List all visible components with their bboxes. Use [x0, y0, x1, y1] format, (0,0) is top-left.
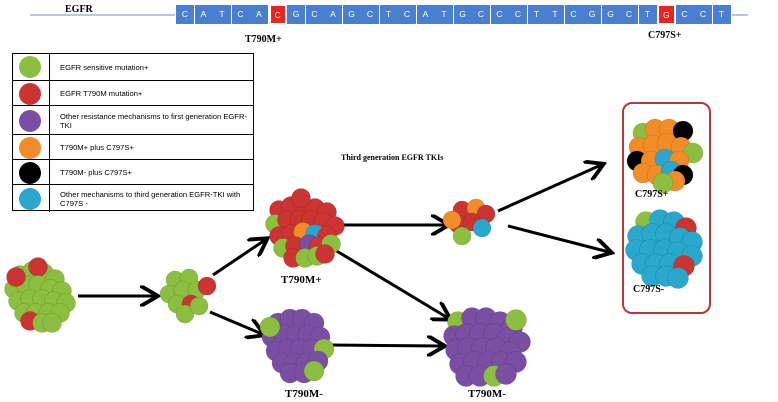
c797s-plus-cell [652, 172, 674, 194]
mixed-cell [189, 296, 209, 316]
cluster-label-t790m-minus-right: T790M- [468, 388, 506, 400]
legend-row: EGFR T790M mutation+ [13, 80, 253, 105]
cluster-label-t790m-plus: T790M+ [281, 274, 322, 286]
legend-row: T790M- plus C797S+ [13, 159, 253, 184]
arrow-to-t790m-plus [212, 240, 265, 277]
sequence-base: G [658, 5, 675, 24]
legend-label: T790M+ plus C797S+ [60, 143, 134, 152]
mutation-label-t790m: T790M+ [245, 34, 282, 45]
cluster-label-c797s-minus: C797S- [633, 284, 665, 295]
legend-swatch [19, 188, 41, 210]
initial-cell [42, 313, 62, 333]
legend-label: EGFR sensitive mutation+ [60, 62, 149, 72]
legend-swatch-cell [13, 135, 50, 159]
legend-swatch-cell [13, 106, 50, 134]
legend-label: T790M- plus C797S+ [60, 168, 132, 177]
c797s-outcome-box [622, 102, 711, 314]
sequence-base: A [250, 5, 269, 24]
cluster-label-c797s-plus: C797S+ [635, 189, 669, 200]
legend: EGFR sensitive mutation+ EGFR T790M mutat… [12, 53, 254, 212]
arrow-to-c797s-plus [497, 165, 601, 213]
t790m-plus-cell [291, 188, 311, 208]
t790m-minus-right-cell [495, 363, 517, 385]
arrow-to-c797s-minus [507, 224, 609, 252]
gene-label: EGFR [65, 4, 93, 15]
mutation-label-c797s: C797S+ [648, 30, 682, 41]
mixed-cell [197, 276, 217, 296]
legend-swatch-cell [13, 185, 50, 212]
third-gen-small-cell [452, 226, 472, 246]
legend-swatch [19, 161, 41, 184]
sequence-base: T [638, 5, 658, 24]
t790m-minus-cell [303, 360, 325, 382]
legend-row: Other resistance mechanisms to first gen… [13, 105, 253, 134]
initial-cell [6, 267, 26, 287]
sequence-base: T [712, 5, 732, 24]
legend-swatch [19, 136, 41, 159]
legend-swatch [19, 82, 41, 105]
t790m-minus-cell [259, 316, 281, 338]
legend-label: EGFR T790M mutation+ [60, 89, 143, 98]
sequence-base: C [269, 5, 286, 24]
legend-swatch [19, 56, 41, 78]
arrow-t790m-minus-to-right [329, 345, 442, 346]
initial-cell [28, 257, 48, 277]
third-gen-small-cell [472, 218, 492, 238]
t790m-plus-cell [315, 244, 335, 264]
legend-swatch-cell [13, 54, 50, 80]
cluster-label-t790m-minus: T790M- [285, 388, 323, 400]
third-gen-label: Third generation EGFR TKIs [341, 153, 444, 162]
legend-row: T790M+ plus C797S+ [13, 134, 253, 159]
legend-label: Other resistance mechanisms to first gen… [60, 111, 247, 130]
mixed-cell [175, 304, 195, 324]
c797s-minus-cell [667, 267, 689, 289]
legend-swatch [19, 109, 41, 132]
legend-swatch-cell [13, 160, 50, 184]
legend-row: Other mechanisms to third generation EGF… [13, 184, 253, 212]
third-gen-small-cell [442, 210, 462, 230]
legend-swatch-cell [13, 81, 50, 105]
arrow-t790m-plus-to-t790m-minus-right [334, 248, 448, 318]
t790m-minus-right-cell [505, 309, 527, 331]
arrow-to-t790m-minus [209, 310, 262, 334]
sequence-track [30, 14, 748, 16]
legend-row: EGFR sensitive mutation+ [13, 54, 253, 80]
legend-label: Other mechanisms to third generation EGF… [60, 190, 241, 208]
